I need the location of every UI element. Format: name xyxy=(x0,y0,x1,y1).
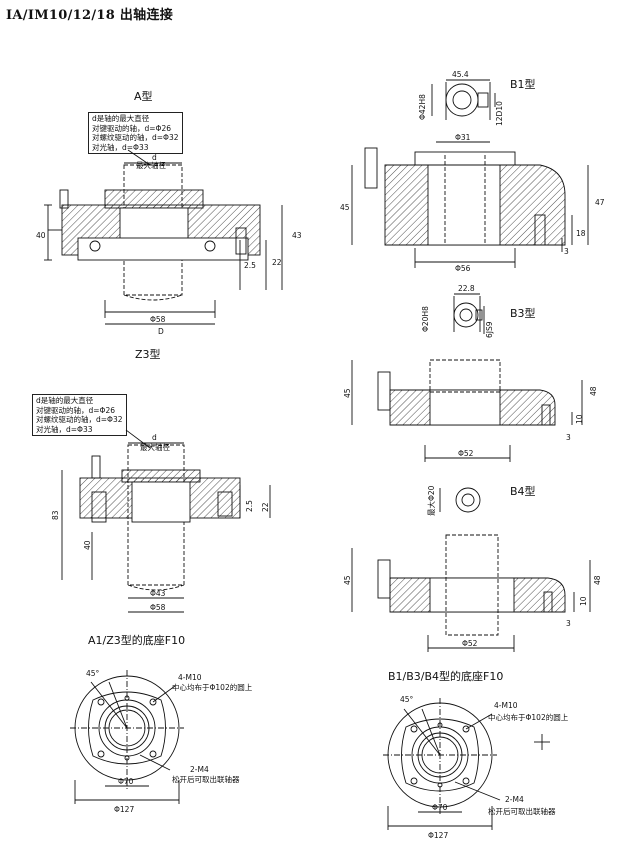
dim-b1-phi31: Φ31 xyxy=(455,133,471,142)
drawing-type-a xyxy=(44,149,283,325)
dim-a-43: 43 xyxy=(292,231,302,240)
dim-a-phi58: Φ58 xyxy=(150,315,166,324)
drawing-type-b1 xyxy=(351,79,589,268)
dim-fb-phi127: Φ127 xyxy=(428,831,448,840)
dim-fb-m10-desc: 中心均布于Φ102的圆上 xyxy=(488,712,569,722)
dim-b1-12d10: 12D10 xyxy=(495,101,504,126)
dim-b1-45: 45 xyxy=(340,203,350,212)
drawing-type-z3 xyxy=(61,429,271,613)
dim-b3-6js9: 6JS9 xyxy=(485,321,494,338)
dim-z3-25: 2.5 xyxy=(245,500,254,512)
dim-z3-phi43: Φ43 xyxy=(150,589,166,598)
dim-b3-228: 22.8 xyxy=(458,284,475,293)
note-line: 对螺纹驱动的轴，d=Φ32 xyxy=(36,415,123,424)
dim-b1-454: 45.4 xyxy=(452,70,469,79)
dim-z3-phi58: Φ58 xyxy=(150,603,166,612)
dim-a-25: 2.5 xyxy=(244,261,256,270)
dim-b4-phi52: Φ52 xyxy=(462,639,478,648)
drawing-base-f10-b xyxy=(383,698,550,830)
note-line: 对键驱动的轴，d=Φ26 xyxy=(92,123,171,133)
note-line: 对光轴，d=Φ33 xyxy=(36,424,93,434)
dim-a-maxshaft: 最大轴径 xyxy=(136,160,166,170)
dim-fb-m4-desc: 松开后可取出联轴器 xyxy=(488,806,556,816)
dim-z3-40: 40 xyxy=(83,540,92,550)
dim-b3-45: 45 xyxy=(343,388,352,398)
dim-a-22: 22 xyxy=(272,258,282,267)
label-base-f10-a: A1/Z3型的底座F10 xyxy=(88,634,186,647)
dim-b4-3: 3 xyxy=(566,619,571,628)
dim-fb-m4: 2-M4 xyxy=(505,795,524,804)
dim-b4-48: 48 xyxy=(593,575,602,585)
dim-z3-22: 22 xyxy=(261,502,270,512)
note-box-z3: d是轴的最大直径 对键驱动的轴，d=Φ26 对螺纹驱动的轴，d=Φ32 对光轴，… xyxy=(32,394,127,436)
dim-fa-m10: 4-M10 xyxy=(178,673,202,682)
label-type-b4: B4型 xyxy=(510,485,536,498)
dim-fb-phi70: Φ70 xyxy=(432,803,448,812)
dim-b4-phi20: 最大Φ20 xyxy=(426,485,436,516)
label-base-f10-b: B1/B3/B4型的底座F10 xyxy=(388,670,504,683)
drawing-type-b4 xyxy=(351,487,591,652)
dim-fa-phi70: Φ70 xyxy=(118,777,134,786)
note-line: 对光轴，d=Φ33 xyxy=(92,142,149,152)
label-type-z3: Z3型 xyxy=(135,348,161,361)
drawing-type-b3 xyxy=(351,293,583,462)
dim-b1-3: 3 xyxy=(564,247,569,256)
label-type-b3: B3型 xyxy=(510,307,536,320)
dim-b3-48: 48 xyxy=(589,386,598,396)
dim-fa-phi127: Φ127 xyxy=(114,805,134,814)
dim-b1-phi56: Φ56 xyxy=(455,264,471,273)
dim-z3-83: 83 xyxy=(51,510,60,520)
dim-z3-maxshaft: 最大轴径 xyxy=(140,442,170,452)
note-line: d是轴的最大直径 xyxy=(36,396,94,405)
dim-b4-10: 10 xyxy=(579,596,588,606)
dim-b3-3: 3 xyxy=(566,433,571,442)
dim-fb-45: 45° xyxy=(400,695,414,704)
dim-b4-45: 45 xyxy=(343,575,352,585)
note-box-a: d是轴的最大直径 对键驱动的轴，d=Φ26 对螺纹驱动的轴，d=Φ32 对光轴，… xyxy=(88,112,183,154)
dim-b1-47: 47 xyxy=(595,198,605,207)
label-type-b1: B1型 xyxy=(510,78,536,91)
note-line: 对螺纹驱动的轴，d=Φ32 xyxy=(92,133,179,142)
note-line: d是轴的最大直径 xyxy=(92,114,150,123)
dim-a-D: D xyxy=(158,327,164,336)
drawing-base-f10-a xyxy=(70,670,184,804)
dim-b3-phi52: Φ52 xyxy=(458,449,474,458)
label-type-a: A型 xyxy=(134,90,153,103)
dim-fa-45: 45° xyxy=(86,669,100,678)
page-title: IA/IM10/12/18 出轴连接 xyxy=(6,8,174,23)
dim-fb-m10: 4-M10 xyxy=(494,701,518,710)
dim-a-d: d xyxy=(152,153,157,162)
dim-z3-d: d xyxy=(152,433,157,442)
dim-fa-m10-desc: 中心均布于Φ102的圆上 xyxy=(172,682,253,692)
dim-a-40: 40 xyxy=(36,231,46,240)
dim-b3-phi20: Φ20H8 xyxy=(421,306,430,332)
dim-b1-phi42: Φ42H8 xyxy=(418,94,427,120)
dim-b1-18: 18 xyxy=(576,229,586,238)
dim-b3-10: 10 xyxy=(575,414,584,424)
note-line: 对键驱动的轴，d=Φ26 xyxy=(36,405,115,415)
dim-fa-m4-desc: 松开后可取出联轴器 xyxy=(172,774,240,784)
dim-fa-m4: 2-M4 xyxy=(190,765,209,774)
